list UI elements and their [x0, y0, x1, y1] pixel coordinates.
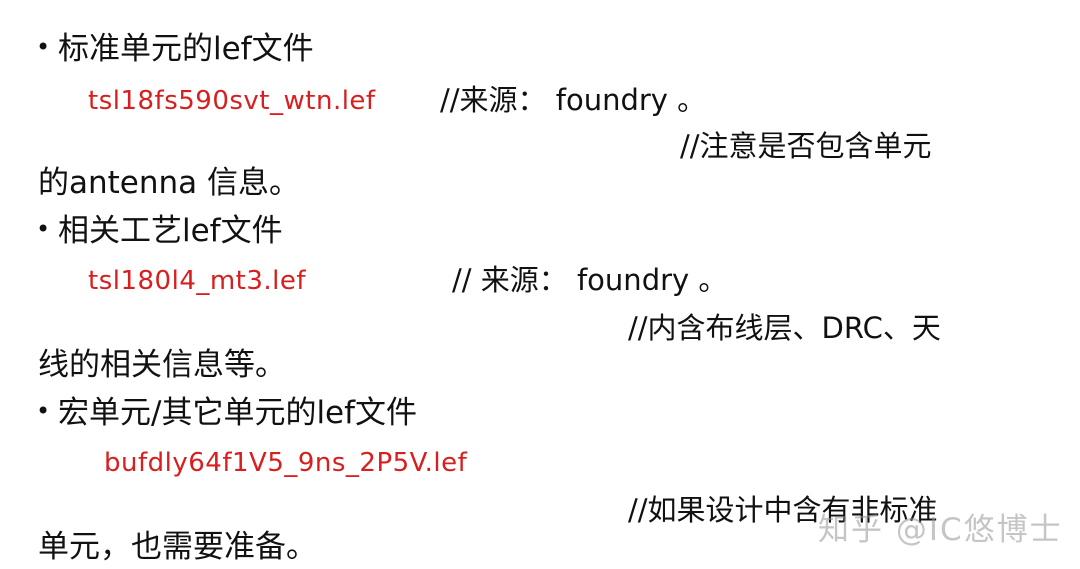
zhihu-watermark: 知乎 @IC悠博士	[818, 512, 1063, 548]
section-1-filename: tsl18fs590svt_wtn.lef	[88, 86, 376, 116]
bullet-icon: •	[36, 215, 51, 243]
section-1-comment-note: //注意是否包含单元	[680, 129, 932, 163]
section-2-comment-note: //内含布线层、DRC、天	[628, 311, 941, 345]
section-3-heading: •宏单元/其它单元的lef文件	[36, 398, 417, 429]
section-3-comment-note: //如果设计中含有非标准	[628, 493, 938, 527]
section-1-heading: •标准单元的lef文件	[36, 34, 314, 65]
section-3-continuation: 单元，也需要准备。	[38, 529, 317, 565]
section-3-filename: bufdly64f1V5_9ns_2P5V.lef	[104, 448, 468, 478]
section-1-comment-source: //来源： foundry 。	[440, 83, 707, 117]
section-2-comment-source: // 来源： foundry 。	[452, 263, 728, 297]
section-1-continuation: 的antenna 信息。	[38, 165, 301, 201]
bullet-icon: •	[36, 397, 51, 425]
section-2-filename: tsl180l4_mt3.lef	[88, 266, 307, 296]
section-2-heading: •相关工艺lef文件	[36, 216, 283, 247]
heading-text: 标准单元的lef文件	[58, 31, 314, 67]
bullet-icon: •	[36, 33, 51, 61]
heading-text: 宏单元/其它单元的lef文件	[58, 395, 418, 431]
section-2-continuation: 线的相关信息等。	[38, 347, 286, 383]
heading-text: 相关工艺lef文件	[58, 213, 283, 249]
